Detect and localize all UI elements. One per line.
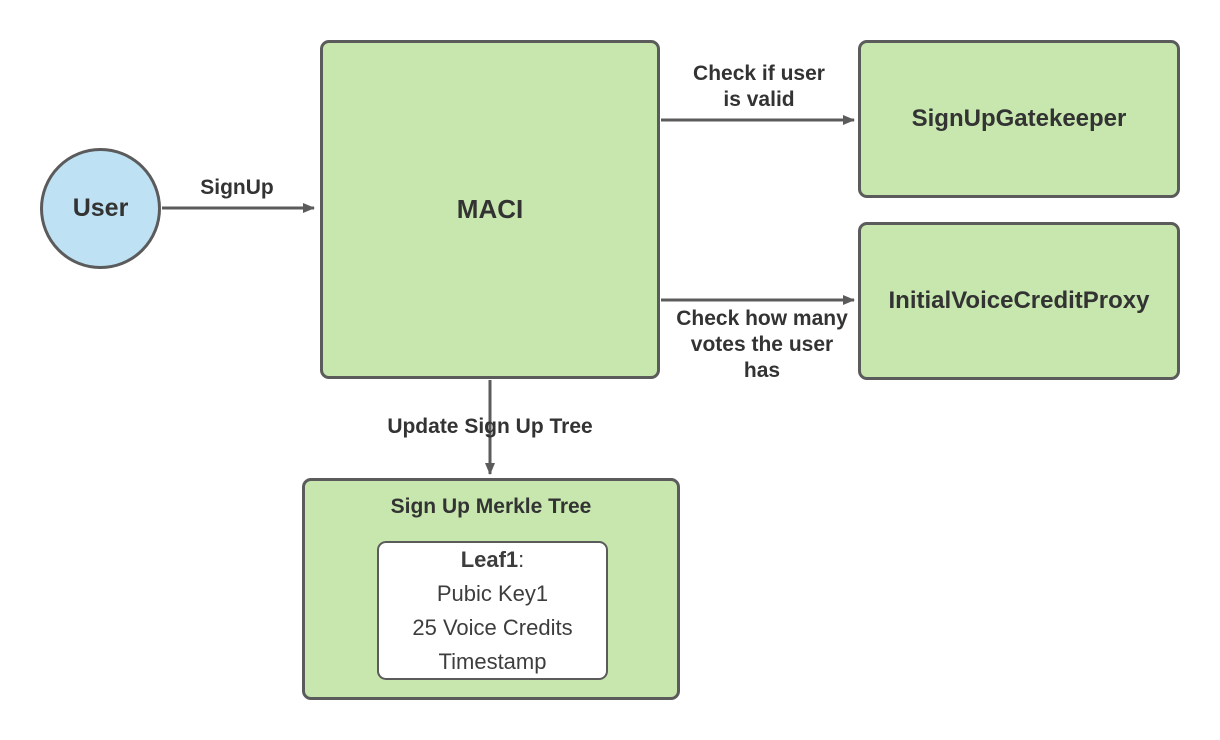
node-maci-label: MACI xyxy=(456,194,524,224)
leaf-title: Leaf1: xyxy=(461,543,525,577)
edge-signup-label: SignUp xyxy=(200,176,274,199)
leaf-card: Leaf1: Pubic Key1 25 Voice Credits Times… xyxy=(377,541,608,680)
node-maci: MACI xyxy=(320,40,660,379)
node-signup-merkle-tree: Sign Up Merkle Tree Leaf1: Pubic Key1 25… xyxy=(302,478,680,700)
edge-update-tree-label: Update Sign Up Tree xyxy=(387,415,593,438)
node-user-label: User xyxy=(72,194,129,222)
node-initialvoicecreditproxy: InitialVoiceCreditProxy xyxy=(858,222,1180,380)
leaf-line-public-key: Pubic Key1 xyxy=(436,580,549,606)
edge-check-valid-label: Check if user is valid xyxy=(693,62,825,111)
node-signupgatekeeper: SignUpGatekeeper xyxy=(858,40,1180,198)
leaf-line-timestamp: Timestamp xyxy=(438,648,547,674)
node-initialvoicecreditproxy-label: InitialVoiceCreditProxy xyxy=(888,287,1150,314)
merkle-tree-title: Sign Up Merkle Tree xyxy=(390,495,592,518)
node-signupgatekeeper-label: SignUpGatekeeper xyxy=(911,105,1127,132)
node-user: User xyxy=(40,148,161,269)
leaf-name: Leaf1 xyxy=(460,546,519,572)
leaf-separator: : xyxy=(518,546,525,572)
leaf-line-voice-credits: 25 Voice Credits xyxy=(412,614,573,640)
edge-check-votes-label: Check how many votes the user has xyxy=(676,307,848,382)
